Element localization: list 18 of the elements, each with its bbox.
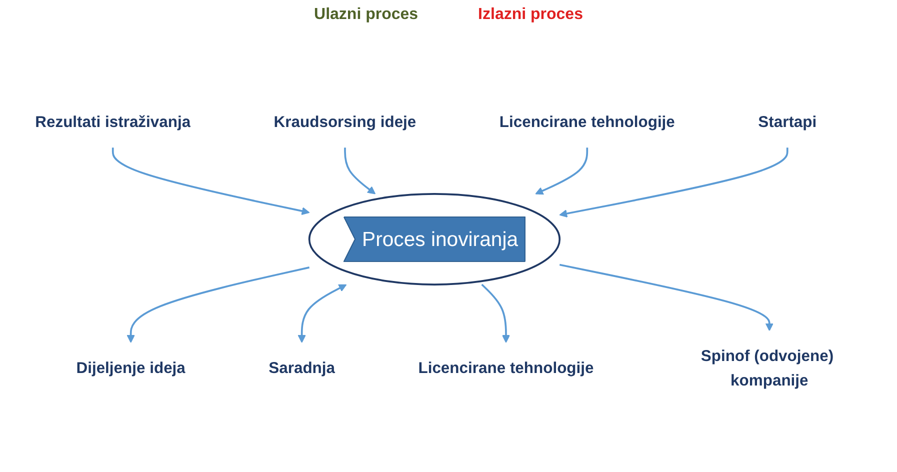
node-text: Spinof (odvojene) kompanije	[700, 347, 834, 389]
arrow	[298, 284, 347, 343]
arrow	[126, 266, 310, 343]
arrow	[559, 264, 774, 332]
arrow	[344, 148, 376, 194]
arrow	[535, 148, 588, 195]
node-text: Licencirane tehnologije	[499, 113, 675, 131]
arrow	[559, 148, 788, 218]
node-text: Saradnja	[268, 359, 336, 377]
node-text: Licencirane tehnologije	[418, 359, 594, 377]
node-text: Dijeljenje ideja	[76, 359, 186, 377]
node-text: Rezultati istraživanja	[35, 113, 191, 131]
node-text: Kraudsorsing ideje	[274, 113, 416, 131]
node-text: Startapi	[758, 113, 817, 131]
process-label: Ulazni proces	[314, 6, 418, 24]
process-label: Izlazni proces	[478, 6, 583, 24]
arrow	[112, 148, 310, 216]
arrow	[481, 284, 510, 343]
